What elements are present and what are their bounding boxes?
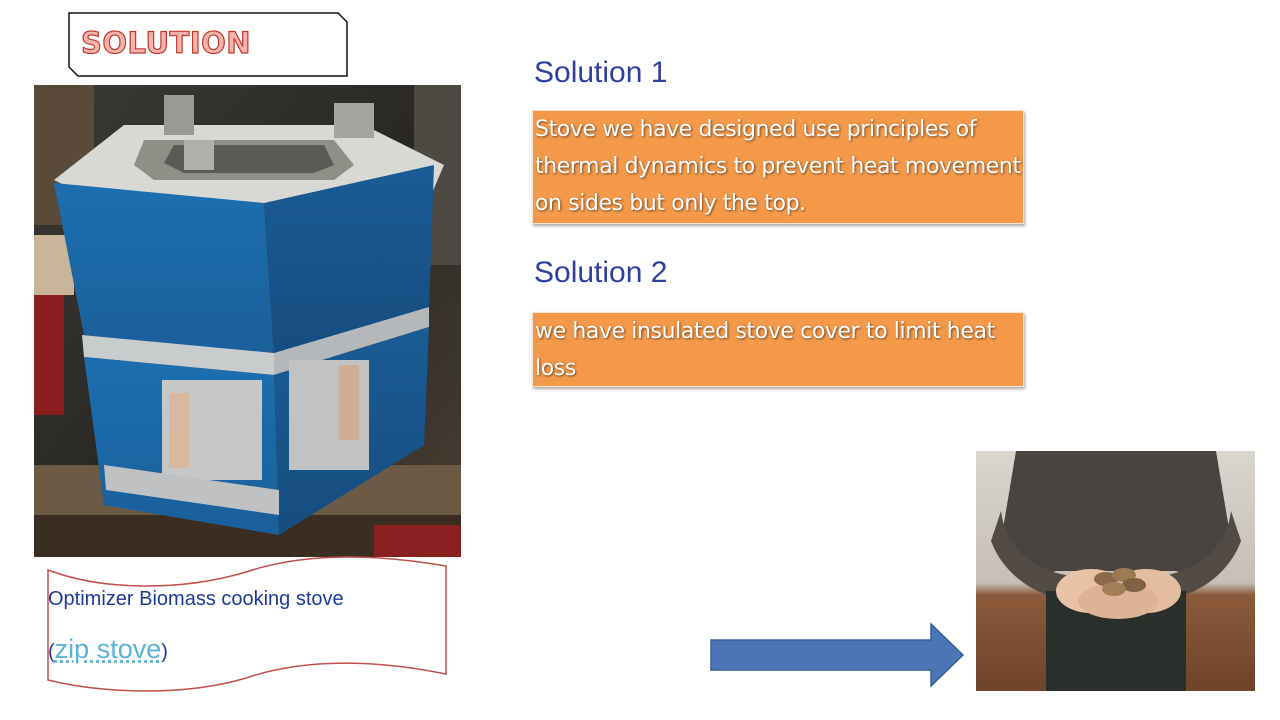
solution-1-panel: Stove we have designed use principles of… — [532, 110, 1024, 224]
solution-2-panel: we have insulated stove cover to limit h… — [532, 312, 1024, 387]
right-arrow-icon — [710, 622, 965, 688]
close-paren: ) — [161, 641, 168, 663]
solution-1-text: Stove we have designed use principles of… — [535, 117, 1021, 216]
stove-photo — [34, 85, 461, 557]
caption-subtitle: (zip stove) — [48, 634, 168, 665]
caption-box — [47, 556, 447, 692]
caption-title: Optimizer Biomass cooking stove — [48, 588, 344, 610]
solution-2-text: we have insulated stove cover to limit h… — [535, 319, 995, 381]
zip-stove-link[interactable]: zip stove — [54, 634, 162, 664]
slide-title: SOLUTION — [80, 25, 252, 60]
open-paren: ( — [48, 641, 55, 663]
hands-coins-photo — [976, 451, 1255, 691]
solution-2-heading: Solution 2 — [534, 256, 668, 289]
solution-1-heading: Solution 1 — [534, 56, 668, 89]
title-box — [68, 12, 348, 77]
